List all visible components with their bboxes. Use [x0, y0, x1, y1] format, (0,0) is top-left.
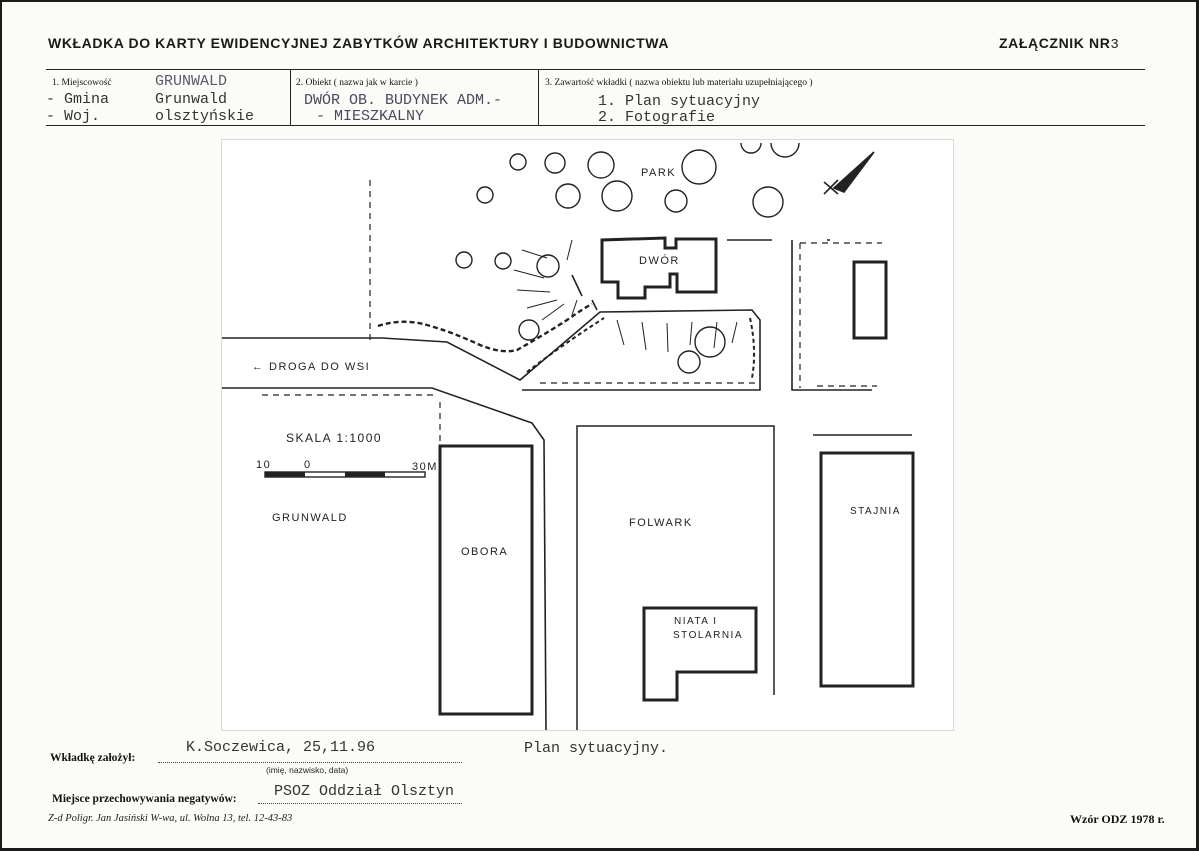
- scale-bar-fill: [265, 472, 305, 477]
- road-and-courtyard: [222, 239, 872, 730]
- founder-caption: (imię, nazwisko, data): [266, 765, 349, 775]
- road-label: ← DROGA DO WSI: [252, 361, 370, 373]
- hedge: [377, 302, 593, 353]
- park-trees: [455, 142, 800, 374]
- field-1-label: 1. Miejscowość: [52, 78, 112, 88]
- scale-label: SKALA 1:1000: [286, 431, 382, 445]
- founder-label: Wkładkę założył:: [50, 752, 136, 764]
- field-2-label: 2. Obiekt ( nazwa jak w karcie ): [296, 78, 418, 88]
- dwor-building: [600, 236, 718, 300]
- stajnia-label: STAJNIA: [850, 506, 901, 517]
- gmina-value: Grunwald: [155, 91, 228, 108]
- site-plan: PARK DWÓR: [221, 139, 954, 731]
- field-divider-2: [538, 70, 539, 125]
- field-divider-1: [290, 70, 291, 125]
- storage-dotted-line: [258, 803, 462, 804]
- obora-building: [438, 444, 534, 716]
- niata-label-2: STOLARNIA: [673, 630, 743, 641]
- annex-label-text: ZAŁĄCZNIK NR: [999, 35, 1111, 51]
- fence-lines: [262, 180, 882, 445]
- stajnia-building: [819, 451, 915, 688]
- niata-label-1: NIATA I: [674, 616, 717, 627]
- content-item-2: 2. Fotografie: [598, 109, 716, 126]
- scale-bar-fill-2: [345, 472, 385, 477]
- header-top-rule: [46, 69, 1145, 70]
- storage-value: PSOZ Oddział Olsztyn: [274, 783, 455, 800]
- storage-label: Miejsce przechowywania negatywów:: [52, 793, 237, 805]
- scale-zero: 0: [304, 459, 312, 471]
- object-line-1: DWÓR OB. BUDYNEK ADM.-: [304, 92, 503, 109]
- folwark-label: FOLWARK: [629, 517, 693, 529]
- miejscowosc-value: GRUNWALD: [155, 73, 228, 90]
- dwor-label: DWÓR: [639, 254, 680, 267]
- founder-dotted-line: [158, 762, 462, 763]
- template-version: Wzór ODZ 1978 r.: [1070, 812, 1165, 826]
- content-item-1: 1. Plan sytuacyjny: [598, 93, 761, 110]
- annex-number: 3: [1110, 37, 1120, 53]
- hedge-inner: [526, 317, 756, 379]
- site-plan-drawing: PARK DWÓR: [222, 142, 915, 730]
- header-bottom-rule: [46, 125, 1145, 126]
- printer-imprint: Z-d Poligr. Jan Jasiński W-wa, ul. Wolna…: [48, 813, 293, 824]
- founder-value: K.Soczewica, 25,11.96: [186, 739, 376, 756]
- scale-right: 30M: [412, 461, 438, 473]
- scale-left: 10: [256, 459, 271, 471]
- field-3-label: 3. Zawartość wkładki ( nazwa obiektu lub…: [545, 78, 813, 88]
- plan-caption: Plan sytuacyjny.: [524, 740, 669, 757]
- slope-hatching: [513, 239, 738, 353]
- object-line-2: - MIESZKALNY: [316, 108, 425, 125]
- woj-value: olsztyńskie: [155, 108, 255, 125]
- north-arrow-icon: [823, 151, 875, 195]
- folwark-area: [576, 425, 775, 730]
- park-label: PARK: [641, 167, 676, 179]
- place-label: GRUNWALD: [272, 512, 348, 524]
- obora-label: OBORA: [461, 546, 508, 558]
- annex-label: ZAŁĄCZNIK NR3: [999, 35, 1119, 53]
- niata-building: [642, 606, 758, 702]
- woj-label: - Woj.: [46, 108, 101, 125]
- gmina-label: - Gmina: [46, 91, 110, 108]
- card-title: WKŁADKA DO KARTY EWIDENCYJNEJ ZABYTKÓW A…: [48, 35, 670, 51]
- outbuilding-ne: [852, 260, 888, 340]
